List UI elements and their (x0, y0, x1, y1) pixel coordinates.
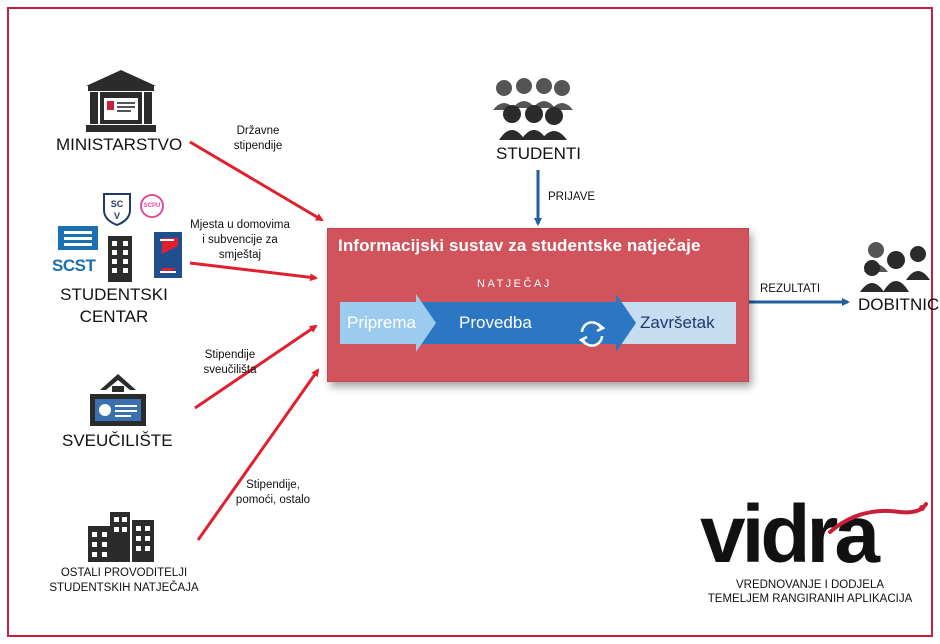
page-frame (7, 7, 933, 637)
ministarstvo-label: MINISTARSTVO (56, 135, 183, 154)
ministarstvo-flow-label: Državne stipendije (218, 124, 298, 154)
vidra-logo: vidra (700, 489, 880, 580)
studenti-label: STUDENTI (496, 144, 581, 163)
phase-priprema: Priprema (347, 313, 416, 332)
flow-line: i subvencije za (202, 234, 278, 246)
refresh-cycle-icon (578, 321, 606, 347)
phase-zavrsetak: Završetak (640, 313, 715, 332)
sc-shield-logo-icon: SC V (103, 193, 131, 226)
scst-logo-icon: SCST (52, 256, 96, 275)
studentski-centar-flow-label: Mjesta u domovima i subvencije za smješt… (186, 218, 294, 263)
sc-square-logo-icon (58, 226, 98, 250)
flow-line: Mjesta u domovima (190, 219, 290, 231)
arrow-ostali (196, 368, 320, 541)
flow-line: sveučilišta (203, 364, 257, 376)
university-house-icon (90, 374, 146, 426)
rezultati-flow-label: REZULTATI (760, 283, 821, 295)
otter-logo-icon (828, 502, 928, 534)
arrow-sveuciliste (194, 324, 318, 410)
label-line: STUDENTSKIH NATJEČAJA (49, 582, 199, 594)
system-title: Informacijski sustav za studentske natje… (338, 236, 701, 255)
city-buildings-icon (88, 512, 154, 562)
phase-provedba: Provedba (459, 313, 532, 332)
phase-arrow-provedba (416, 294, 636, 352)
vidra-tagline: VREDNOVANJE I DODJELA TEMELJEM RANGIRANI… (688, 578, 932, 606)
phase-arrow-priprema (340, 294, 436, 352)
process-phases (340, 294, 736, 352)
dobitnici-label: DOBITNICI (858, 295, 940, 314)
tagline-line: VREDNOVANJE I DODJELA (735, 579, 885, 591)
flow-line: Državne (236, 125, 280, 137)
students-group-icon (493, 78, 573, 140)
arrow-ministarstvo (189, 140, 324, 222)
office-building-icon (108, 236, 132, 282)
natjecaj-label: NATJEČAJ (477, 278, 552, 290)
student-center-flag-logo-icon (154, 232, 182, 278)
ostali-label: OSTALI PROVODITELJI STUDENTSKIH NATJEČAJ… (44, 566, 204, 596)
studentski-centar-label: STUDENTSKI CENTAR (52, 284, 176, 328)
flow-line: Stipendije, (246, 479, 300, 491)
svg-text:SC: SC (111, 199, 124, 209)
flow-line: stipendije (233, 140, 283, 152)
government-building-icon (86, 70, 156, 132)
sveuciliste-label: SVEUČILIŠTE (62, 431, 173, 450)
ostali-flow-label: Stipendije, pomoći, ostalo (228, 478, 318, 508)
prijave-flow-label: PRIJAVE (548, 191, 596, 203)
label-line: STUDENTSKI (60, 285, 168, 304)
scpu-logo-icon: SCPU (140, 194, 164, 218)
svg-text:V: V (114, 211, 120, 221)
flow-line: smještaj (218, 249, 262, 261)
flow-line: Stipendije (204, 349, 256, 361)
winners-group-icon (860, 242, 930, 292)
flow-line: pomoći, ostalo (235, 494, 311, 506)
tagline-line: TEMELJEM RANGIRANIH APLIKACIJA (707, 593, 913, 605)
arrow-studentski-centar (189, 261, 318, 282)
phase-arrow-zavrsetak (616, 302, 736, 344)
label-line: OSTALI PROVODITELJI (60, 567, 188, 579)
sveuciliste-flow-label: Stipendije sveučilišta (190, 348, 270, 378)
label-line: CENTAR (79, 307, 149, 326)
